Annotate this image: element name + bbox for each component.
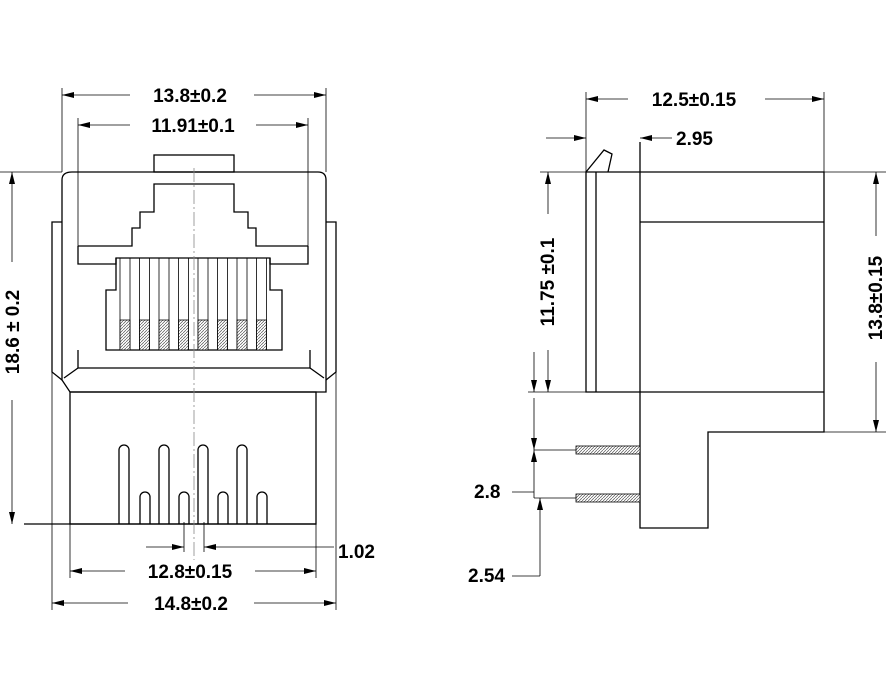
contact-finger-plating	[178, 319, 189, 351]
left-ear	[51, 221, 63, 381]
dim-side-left-height: 11.75 ±0.1	[538, 237, 559, 326]
contact-finger-plating	[119, 319, 131, 351]
dim-pin-spacing: 2.54	[468, 566, 505, 587]
contact-finger-plating	[158, 319, 170, 351]
side-body	[585, 171, 825, 529]
side-dimensions: 12.5±0.15 2.95 11.75 ±0.1 13.8±0.15 2.8	[468, 90, 887, 587]
contact-finger-plating	[217, 319, 228, 351]
pin-tall	[236, 444, 248, 524]
contact-finger-plating	[236, 319, 248, 351]
contact-finger-plating	[139, 319, 150, 351]
pin-tall	[197, 444, 209, 524]
dim-bottom-width-outer: 14.8±0.2	[154, 594, 228, 615]
front-view	[24, 154, 337, 560]
pin-tall	[118, 444, 130, 524]
lower-body	[69, 391, 317, 525]
side-latch	[585, 149, 613, 173]
dim-front-width-inner: 11.91±0.1	[151, 116, 235, 137]
dim-front-height: 18.6 ± 0.2	[3, 290, 24, 374]
dim-side-right-height: 13.8±0.15	[866, 255, 887, 340]
dim-bottom-width-inner: 12.8±0.15	[148, 562, 233, 583]
pin-tall	[158, 444, 170, 524]
pin-short	[217, 491, 229, 524]
contact-fingers	[119, 257, 267, 351]
front-dimensions: 13.8±0.2 11.91±0.1 18.6 ± 0.2 1.02 12.8±…	[0, 86, 375, 615]
pin-short	[139, 491, 151, 524]
right-ear	[325, 221, 337, 381]
contact-finger-plating	[256, 319, 267, 351]
dim-row-spacing: 2.8	[474, 482, 500, 503]
side-pin-upper	[575, 445, 641, 455]
side-view	[575, 142, 825, 529]
dim-side-depth: 12.5±0.15	[652, 90, 737, 111]
side-pin-lower	[575, 493, 641, 503]
dim-pin-pitch: 1.02	[338, 542, 375, 563]
plug-opening	[78, 183, 308, 247]
pcb-pins	[118, 444, 268, 524]
contact-finger-plating	[197, 319, 209, 351]
dim-latch: 2.95	[676, 129, 713, 150]
pin-short	[178, 491, 190, 524]
dim-front-width-outer: 13.8±0.2	[153, 86, 227, 107]
pin-short	[256, 491, 268, 524]
